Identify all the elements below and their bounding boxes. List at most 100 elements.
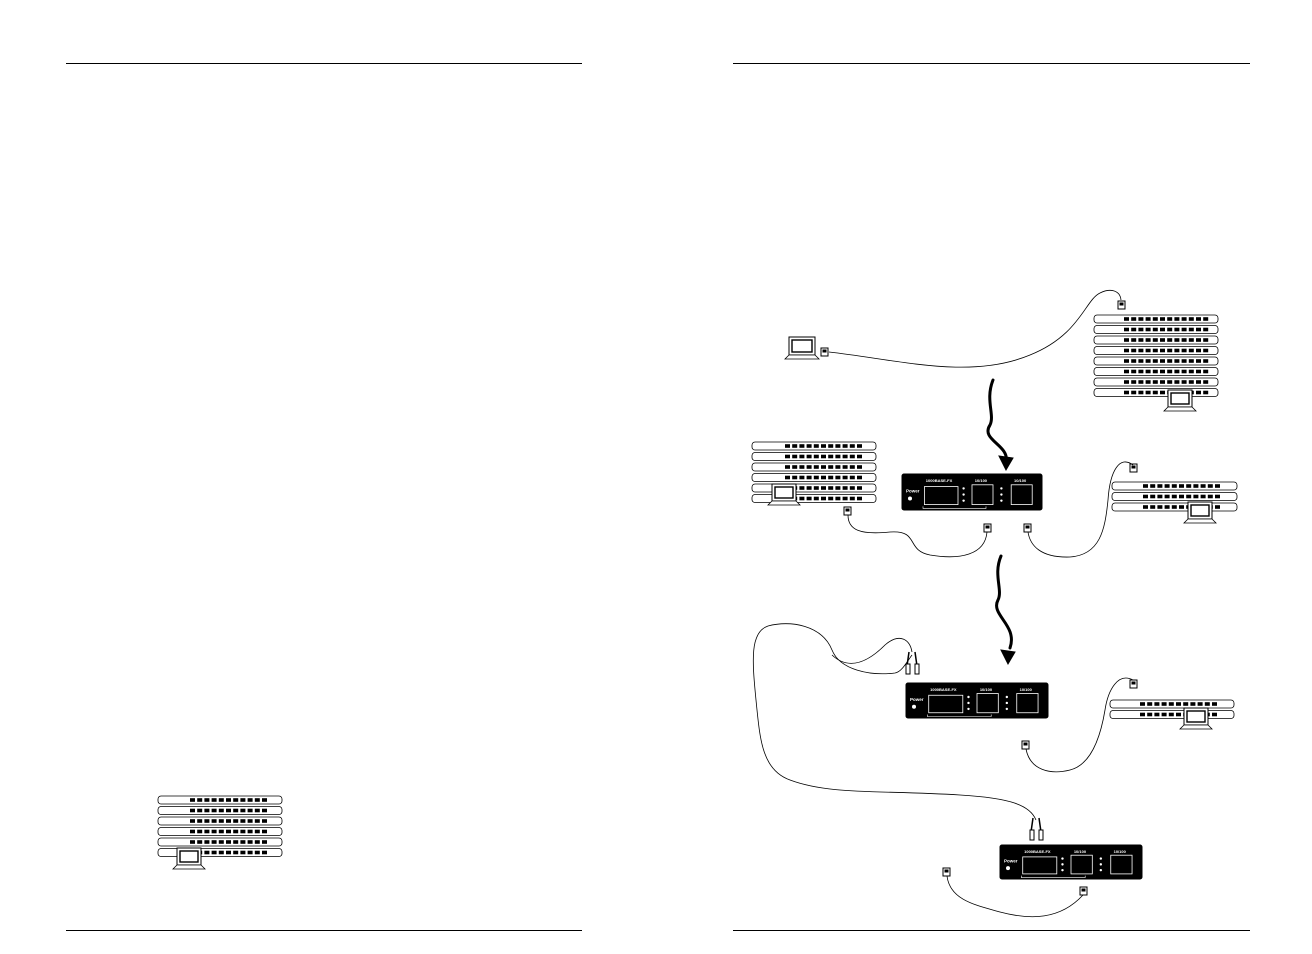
rj45-port	[1140, 712, 1145, 717]
rj45-port	[190, 808, 195, 813]
rj45-port	[1160, 390, 1165, 395]
rj45-port	[1200, 484, 1206, 488]
rj45-port	[1131, 390, 1137, 395]
rj45-port	[247, 850, 253, 855]
rj45-port	[842, 486, 848, 490]
fiber-port-label: 1000BASE-FX	[926, 478, 953, 483]
rj45-port	[262, 829, 267, 834]
step3-bottom-stack-laptop	[172, 847, 206, 870]
rj45-port	[1179, 484, 1184, 488]
rj45-port	[813, 475, 819, 480]
rj45-port	[1147, 702, 1153, 706]
rj45-port	[1207, 484, 1213, 488]
laptop-display	[774, 486, 794, 499]
step1-cable	[828, 289, 1122, 368]
rj45-port	[1152, 380, 1158, 384]
rj45-port	[1145, 359, 1151, 363]
rj45-port	[190, 819, 195, 823]
rj45-port	[262, 819, 267, 823]
rj45-port	[1174, 369, 1180, 374]
rj45-port	[1167, 327, 1173, 332]
rj45-port	[1203, 390, 1209, 395]
rj45-port	[849, 475, 855, 480]
step2-converter-plug-2	[1023, 523, 1032, 533]
rj45-port	[1174, 327, 1180, 332]
status-led	[1099, 868, 1103, 872]
rj45-contacts	[1025, 525, 1030, 529]
port-1-label: 10/100	[975, 478, 988, 483]
step2-cable-left	[847, 514, 988, 558]
fiber-ferrule	[1029, 829, 1035, 841]
rj45-port	[785, 454, 790, 459]
status-led	[1061, 868, 1064, 872]
rj45-port	[849, 486, 855, 490]
rj45-port	[821, 454, 826, 459]
rj45-port	[1157, 494, 1163, 499]
status-led	[1099, 863, 1103, 866]
rj45-port	[1203, 380, 1209, 384]
rj45-port	[233, 808, 239, 813]
rj45-port	[1174, 380, 1180, 384]
status-led	[962, 493, 965, 496]
step3-top-fiber-plug	[905, 651, 920, 675]
rj45-port	[240, 808, 246, 813]
rj45-port	[849, 465, 855, 469]
rj45-port	[233, 829, 239, 834]
rj45-port	[1203, 338, 1209, 342]
rj45-port	[1131, 338, 1137, 342]
rj45-port	[828, 475, 834, 480]
step2-cable-right	[1027, 461, 1134, 558]
rj45-port	[1167, 359, 1173, 363]
rj45-port	[835, 486, 841, 490]
step3-right-cable	[1025, 677, 1134, 773]
rj45-port	[1124, 359, 1129, 363]
rj45-port	[1196, 359, 1201, 363]
status-led	[1061, 863, 1064, 866]
rj45-port	[190, 829, 195, 834]
rj45-port	[1138, 390, 1144, 395]
rj45-port	[799, 465, 805, 469]
rj45-port	[835, 475, 841, 480]
step2-right-plug	[1129, 463, 1138, 473]
step3-bottom-fiber-plug	[1029, 817, 1044, 841]
rj45-contacts	[985, 525, 990, 529]
rj45-port	[1131, 327, 1137, 332]
rj45-port	[1203, 317, 1209, 321]
rj45-port	[211, 829, 217, 834]
rj45-port	[1145, 380, 1151, 384]
step3-right-plug	[1129, 679, 1138, 689]
rj45-port	[828, 444, 834, 448]
rj45-port	[197, 808, 203, 813]
rj45-port	[813, 454, 819, 459]
rj45-port	[857, 496, 862, 501]
step1-laptop-plug	[820, 347, 829, 357]
rj45-port	[842, 454, 848, 459]
laptop-display	[1190, 504, 1210, 517]
rj45-port	[1188, 327, 1194, 332]
rj45-port	[799, 475, 805, 480]
rj45-port	[218, 829, 224, 834]
rj45-port	[1188, 338, 1194, 342]
rj45-port	[211, 819, 217, 823]
step3-right-switch-stack	[1109, 699, 1235, 719]
rj45-port	[1196, 317, 1201, 321]
rj45-port	[1154, 712, 1160, 717]
rj45-port	[1131, 380, 1137, 384]
laptop-keyboard	[1183, 518, 1217, 524]
rj45-port	[1203, 359, 1209, 363]
rj45-port	[1203, 327, 1209, 332]
rj45-port	[1145, 317, 1151, 321]
arrow-step2-to-step3	[995, 554, 1016, 666]
rj45-port	[240, 829, 246, 834]
rj45-port	[1181, 369, 1187, 374]
step3-bottom-cable	[946, 875, 1084, 918]
rj45-port	[1152, 369, 1158, 374]
rj45-port	[1157, 505, 1163, 509]
rj45-port	[1152, 317, 1158, 321]
copper-port-2	[1110, 854, 1133, 875]
left-page-footer-rule	[66, 930, 582, 931]
rj45-port	[1152, 327, 1158, 332]
rj45-port	[792, 465, 798, 469]
